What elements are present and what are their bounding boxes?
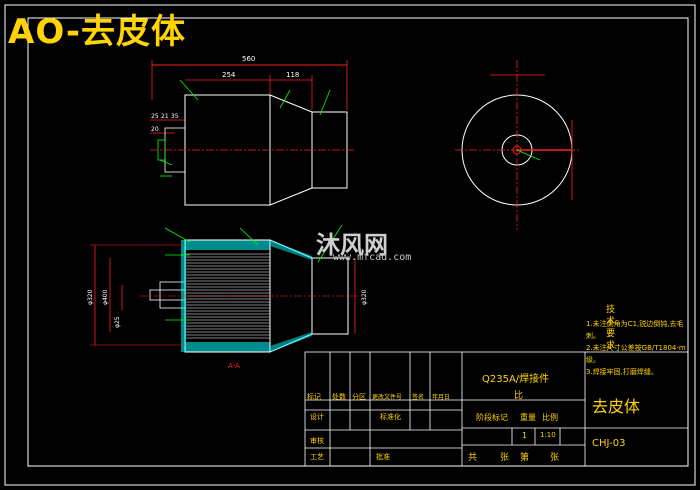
dim-254: 254	[222, 71, 236, 79]
tb-sheet: 张	[550, 453, 560, 463]
tb-ratio: 比例	[542, 413, 558, 422]
part-name: 去皮体	[592, 397, 641, 416]
title-block	[304, 351, 689, 467]
tb-weight: 重量	[520, 413, 536, 422]
tb-zone: 分区	[352, 393, 366, 401]
dim-20: 20	[151, 126, 159, 133]
top-view: 560 254 118 25 21 35 20	[150, 55, 355, 206]
tech-notes-heading: 技术要求	[606, 305, 616, 351]
tb-sheets: 张	[500, 453, 510, 463]
dim-dia320-a: φ320	[87, 289, 94, 305]
tb-review: 审核	[310, 437, 324, 445]
tb-count: 处数	[332, 393, 346, 401]
section-label: A-A	[228, 362, 240, 370]
dim-118: 118	[286, 71, 299, 79]
tech-note-item: 2.未注尺寸公差按GB/T1804-m级。	[586, 344, 686, 364]
tb-total: 共	[468, 453, 478, 463]
section-view: φ320 φ400 φ25 φ320 A-A	[87, 224, 368, 370]
drawing-number: CHJ-03	[592, 438, 626, 449]
watermark-url: www.mfcad.com	[333, 252, 412, 263]
tb-approve: 批准	[376, 453, 390, 461]
dim-25: 25	[151, 113, 159, 120]
tech-note-item: 3.焊接牢固,打磨焊缝。	[586, 368, 658, 376]
tech-notes-list: 1.未注倒角为C1,锐边倒钝,去毛刺。 2.未注尺寸公差按GB/T1804-m级…	[586, 318, 686, 378]
scale: 1:10	[540, 431, 556, 439]
tb-design: 设计	[310, 413, 324, 421]
tb-mark: 标记	[307, 393, 321, 401]
dim-dia400: φ400	[102, 289, 109, 305]
scale-char: 比	[514, 391, 524, 401]
tb-change-doc: 更改文件号	[372, 394, 403, 401]
dim-dia25: φ25	[114, 316, 121, 328]
dim-21: 21	[161, 113, 169, 120]
tb-date: 年月日	[432, 394, 451, 401]
drawing-title: AO-去皮体	[8, 12, 186, 52]
tech-note-item: 1.未注倒角为C1,锐边倒钝,去毛刺。	[586, 320, 684, 340]
tb-stage-mark: 阶段标记	[476, 413, 508, 422]
end-view	[455, 60, 580, 230]
tb-process: 工艺	[310, 453, 324, 461]
tb-sign: 签名	[412, 394, 425, 401]
dim-560: 560	[242, 55, 255, 63]
outer-frame	[4, 4, 696, 486]
tb-page: 第	[520, 453, 530, 463]
quantity: 1	[522, 431, 528, 440]
dim-dia320-b: φ320	[361, 289, 368, 305]
tb-standardize: 标准化	[380, 413, 401, 421]
material-label: Q235A/焊接件	[482, 374, 550, 385]
dim-35: 35	[171, 113, 179, 120]
watermark-brand: 沐风网	[316, 231, 388, 259]
